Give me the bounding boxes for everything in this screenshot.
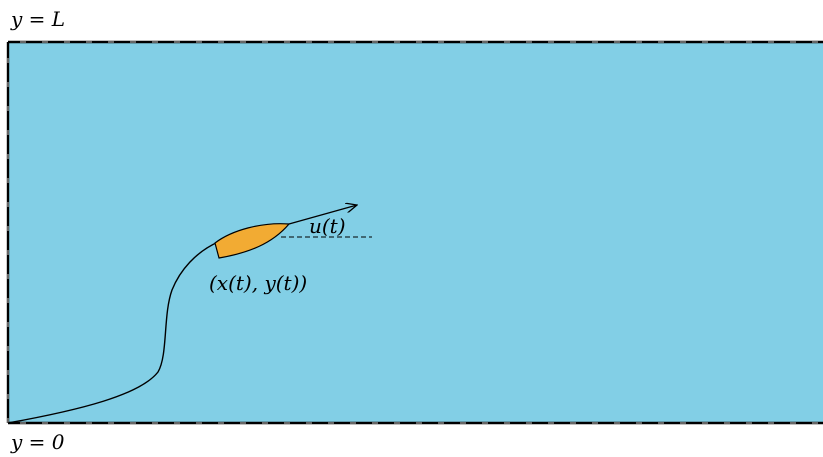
boundary-tick-marks — [7, 41, 818, 424]
heading-arrow — [288, 205, 357, 225]
water-region — [8, 42, 823, 423]
ship-hull — [214, 223, 291, 259]
heading-angle-label: u(t) — [309, 214, 346, 238]
top-boundary-label: y = L — [10, 7, 65, 31]
ship-trajectory — [7, 241, 219, 424]
bottom-boundary-label: y = 0 — [10, 430, 65, 454]
position-label: (x(t), y(t)) — [209, 271, 307, 295]
